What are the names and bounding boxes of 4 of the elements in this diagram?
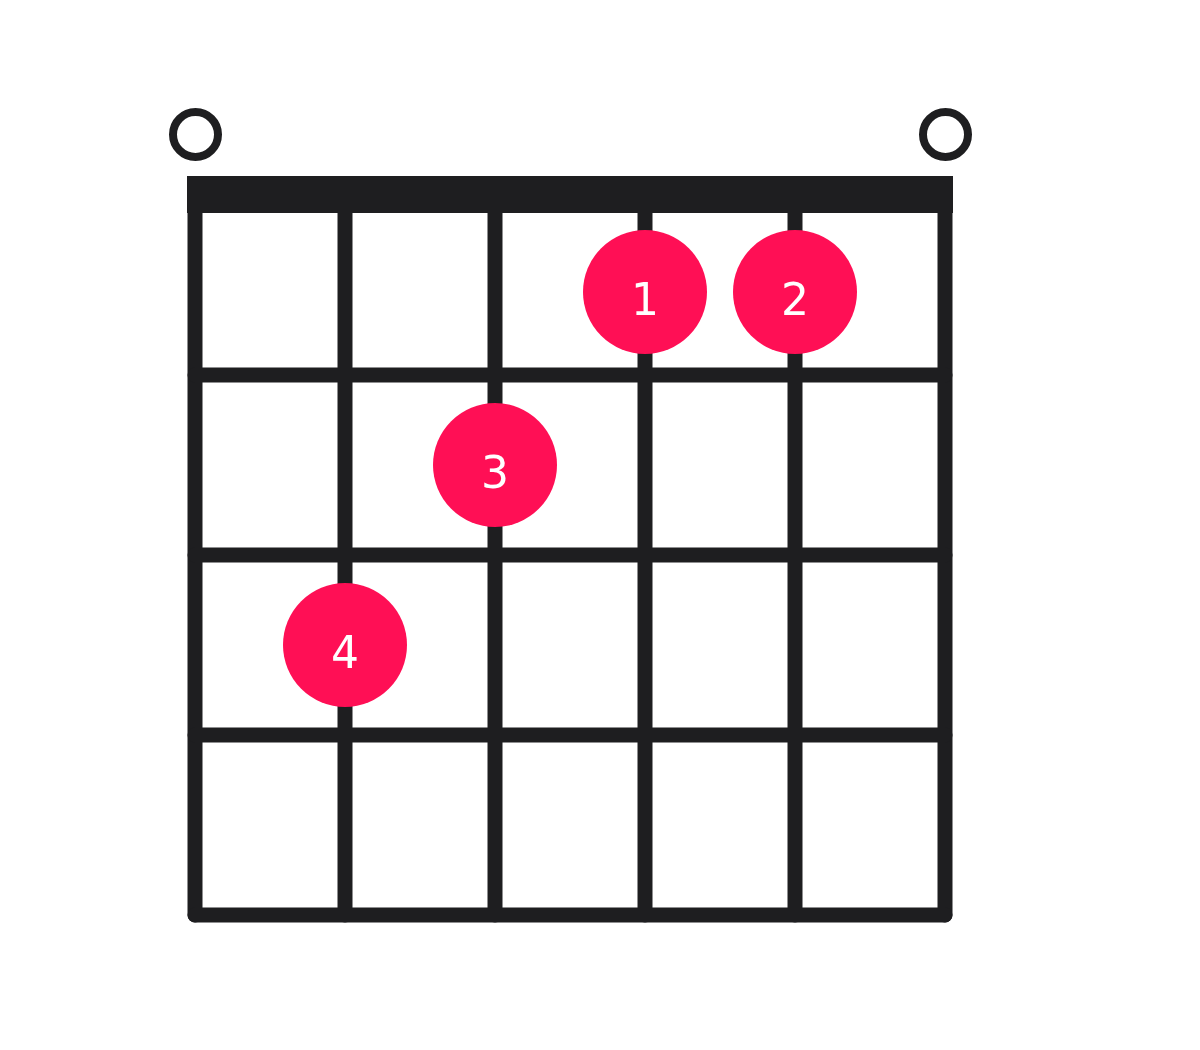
finger-number: 2 xyxy=(781,278,809,322)
finger-number: 4 xyxy=(331,631,359,675)
finger-number: 1 xyxy=(631,278,659,322)
finger-number: 3 xyxy=(481,451,509,495)
